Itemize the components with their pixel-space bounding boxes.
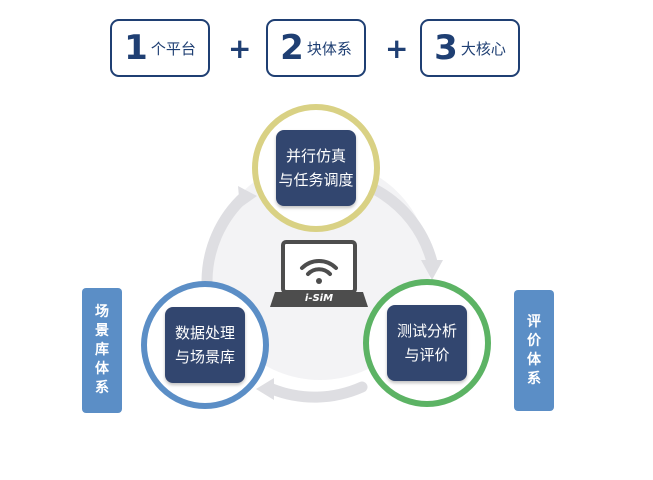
header-pill-cores: 3 大核心 (420, 19, 520, 77)
node-text-line-1: 测试分析 (396, 322, 457, 340)
laptop-label: i-SiM (304, 293, 334, 304)
sidebar-char: 系 (95, 380, 109, 396)
wifi-icon (300, 258, 338, 284)
node-text-line-2: 与任务调度 (278, 171, 354, 189)
sidebar-char: 体 (527, 351, 541, 368)
node-parallel-simulation: 并行仿真 与任务调度 (276, 130, 356, 206)
pill-text: 个平台 (150, 39, 196, 58)
sidebar-scenario-library: 场 景 库 体 系 (82, 288, 122, 413)
plus-sign: + (228, 32, 252, 65)
sidebar-evaluation-system: 评 价 体 系 (514, 290, 554, 411)
sidebar-char: 价 (527, 332, 541, 349)
arrow-head-bottom (256, 378, 274, 400)
arrow-head-right (421, 260, 443, 280)
sidebar-char: 系 (527, 370, 541, 387)
arrow-heads (238, 186, 443, 400)
plus-sign: + (385, 32, 409, 65)
pill-text: 块体系 (306, 39, 352, 58)
sidebar-char: 评 (527, 313, 541, 330)
arrow-top-to-right (370, 184, 438, 268)
pill-number: 2 (280, 28, 304, 68)
node-data-processing: 数据处理 与场景库 (165, 307, 245, 383)
sidebar-char: 体 (95, 361, 109, 377)
arrow-head-top (238, 186, 257, 208)
arrow-left-to-top (201, 190, 251, 289)
arrow-right-to-left (266, 381, 368, 403)
cycle-arrows (201, 184, 438, 403)
pill-number: 1 (124, 28, 148, 68)
sidebar-char: 景 (95, 323, 109, 339)
laptop-icon (270, 240, 368, 307)
header-pill-systems: 2 块体系 (266, 19, 366, 77)
sidebar-char: 场 (95, 304, 109, 320)
node-test-analysis: 测试分析 与评价 (387, 305, 467, 381)
header-pill-platform: 1 个平台 (110, 19, 210, 77)
pill-text: 大核心 (460, 39, 506, 58)
sidebar-char: 库 (95, 342, 109, 358)
pill-number: 3 (434, 28, 458, 68)
node-text-line-1: 并行仿真 (285, 147, 346, 165)
node-text-line-2: 与评价 (404, 346, 450, 364)
node-text-line-1: 数据处理 (174, 324, 235, 342)
node-text-line-2: 与场景库 (174, 348, 235, 366)
